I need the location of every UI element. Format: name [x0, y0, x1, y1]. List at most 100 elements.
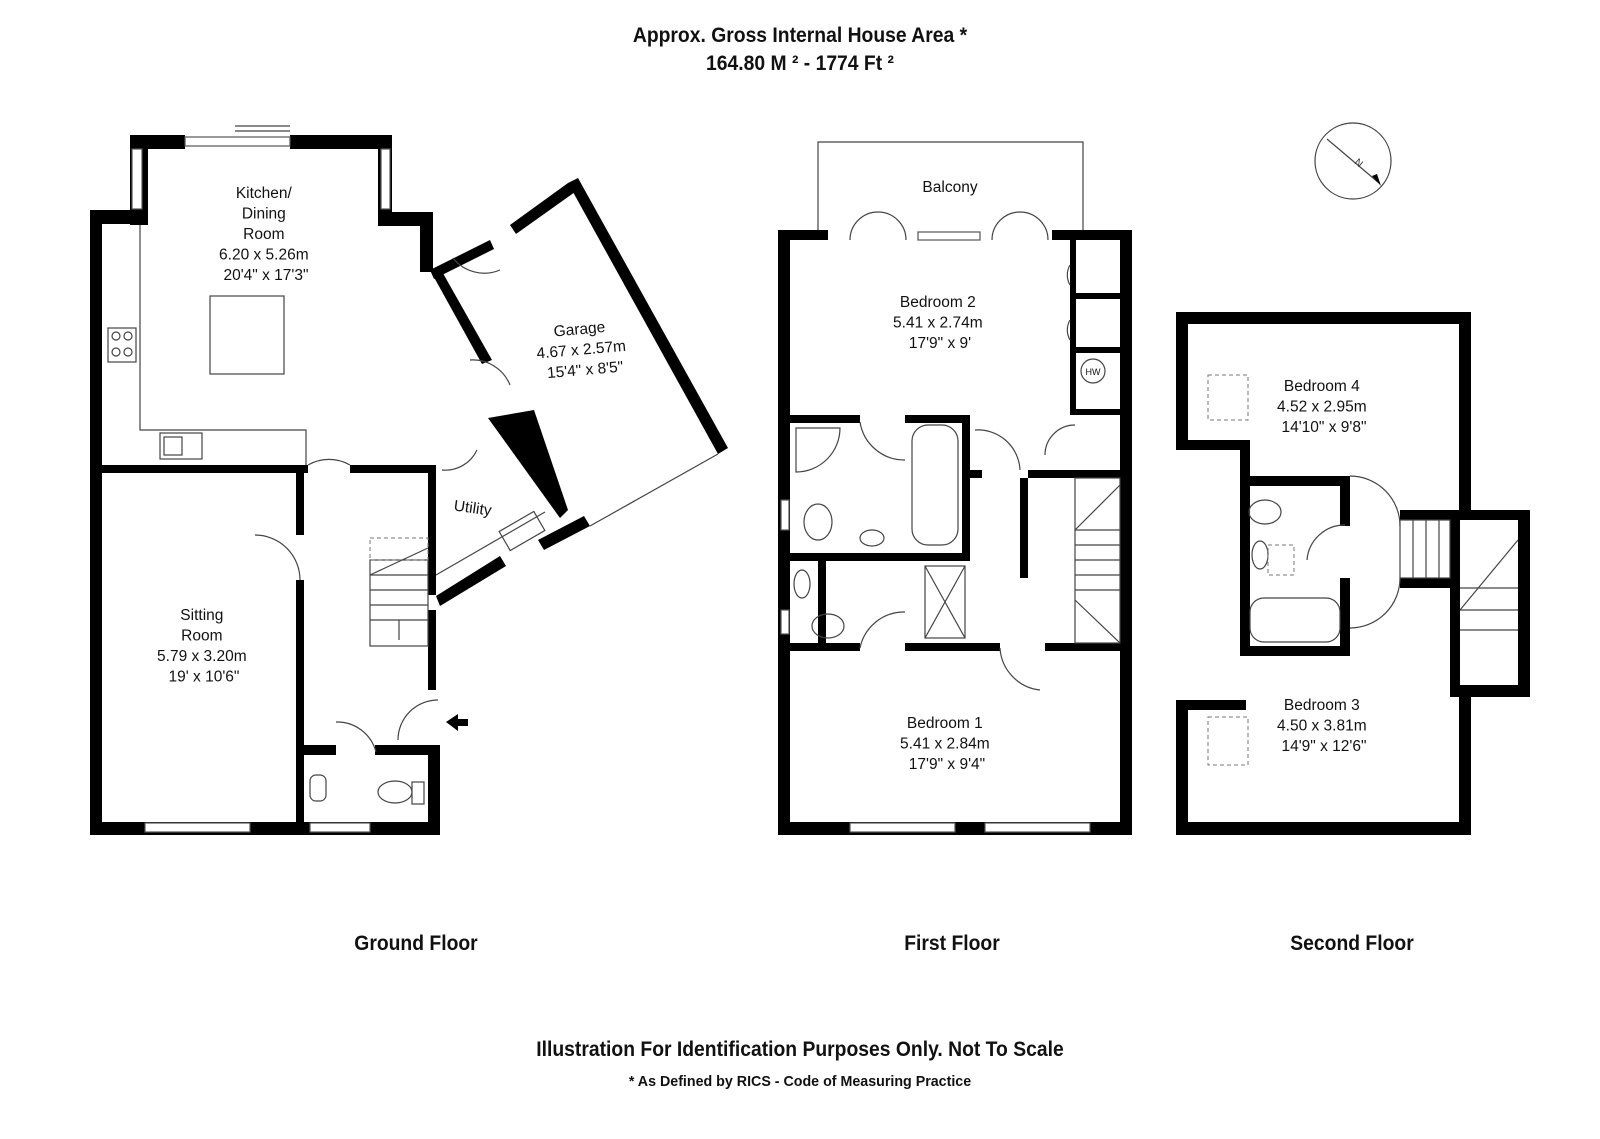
- window: [131, 148, 143, 210]
- door-swing: [307, 458, 351, 466]
- shower: [924, 565, 966, 639]
- wall: [1176, 822, 1471, 835]
- wall: [375, 745, 440, 755]
- kitchen-counter: [139, 225, 307, 465]
- wall: [778, 230, 790, 835]
- door-swing: [397, 699, 439, 741]
- wc-basin: [309, 774, 327, 802]
- balcony-rail: [817, 141, 1084, 232]
- skylight: [1207, 374, 1249, 421]
- wall: [1176, 312, 1188, 450]
- hot-water-cylinder: [1080, 358, 1106, 384]
- sitting-room-label: Sitting Room 5.79 x 3.20m 19' x 10'6": [157, 607, 251, 686]
- shower-tray-line: [924, 565, 966, 639]
- stair-winder: [1459, 539, 1519, 611]
- rics-note: * As Defined by RICS - Code of Measuring…: [628, 1073, 972, 1090]
- wall: [428, 745, 440, 835]
- window: [380, 148, 391, 210]
- utility-label: Utility: [453, 497, 493, 519]
- wall: [1176, 440, 1246, 450]
- wall: [378, 212, 433, 226]
- wall: [790, 553, 970, 561]
- wall: [778, 230, 828, 240]
- wall: [1176, 312, 1471, 324]
- window: [144, 822, 251, 833]
- wall: [1459, 312, 1471, 510]
- wall: [488, 410, 568, 518]
- north-compass-icon: N: [1314, 122, 1392, 200]
- door-swing: [859, 421, 906, 461]
- door-swing: [1306, 524, 1346, 561]
- ground-floor-label: Ground Floor: [354, 932, 478, 955]
- svg-text:N: N: [1352, 157, 1365, 170]
- wall: [568, 178, 728, 454]
- bathtub: [911, 424, 959, 546]
- bathtub: [1249, 597, 1341, 643]
- hob-ring: [123, 331, 133, 341]
- wall: [1120, 230, 1132, 835]
- door-swing: [254, 534, 301, 581]
- balcony-door-swing: [877, 211, 907, 241]
- stair-winder: [369, 547, 429, 576]
- kitchen-sink: [159, 432, 203, 460]
- door-swing: [859, 611, 906, 649]
- basin: [1251, 540, 1269, 570]
- basin: [859, 529, 885, 547]
- hw-label: HW: [1086, 367, 1101, 377]
- balcony-label: Balcony: [922, 179, 977, 196]
- door-swing: [452, 257, 501, 274]
- wall: [818, 561, 826, 643]
- utility-counter: [435, 511, 546, 576]
- wall: [290, 135, 390, 149]
- window: [780, 609, 790, 635]
- wall: [510, 183, 575, 234]
- garage-label: Garage 4.67 x 2.57m 15'4" x 8'5": [534, 317, 633, 383]
- wall: [1028, 470, 1128, 478]
- second-floor-plan: [1176, 312, 1530, 835]
- wall: [1459, 690, 1471, 835]
- door-swing: [1349, 577, 1401, 629]
- entrance-arrow-icon: [446, 714, 468, 731]
- wall: [962, 415, 970, 553]
- second-floor-label: Second Floor: [1290, 932, 1414, 955]
- area-title: Approx. Gross Internal House Area *: [632, 24, 968, 47]
- balcony-door-swing: [1019, 211, 1049, 241]
- wall: [1400, 578, 1450, 588]
- stair-landing: [369, 537, 429, 561]
- hob: [107, 327, 137, 363]
- window: [309, 822, 371, 833]
- wall: [1020, 478, 1028, 578]
- ground-floor-plan: [90, 125, 728, 835]
- bedroom4-label: Bedroom 4 4.52 x 2.95m 14'10" x 9'8": [1277, 378, 1371, 436]
- wall: [436, 556, 506, 606]
- door-swing: [974, 429, 1021, 471]
- toilet: [803, 503, 833, 541]
- stair-winder: [1074, 484, 1121, 531]
- balcony-door-swing: [991, 211, 1021, 241]
- wall: [790, 643, 860, 651]
- first-floor-plan: [778, 141, 1132, 835]
- utility-sink: [498, 510, 546, 552]
- wall: [905, 643, 1000, 651]
- wall: [1176, 700, 1188, 835]
- wall: [905, 415, 970, 423]
- window: [780, 499, 790, 531]
- shower: [795, 427, 841, 473]
- hob-ring: [111, 331, 121, 341]
- wall: [970, 470, 982, 478]
- wall: [430, 240, 494, 279]
- door-swing: [335, 721, 377, 753]
- area-value: 164.80 M ² - 1774 Ft ²: [706, 52, 894, 75]
- wall: [1240, 476, 1350, 486]
- door-swing: [1066, 319, 1071, 341]
- kitchen-sink: [163, 436, 183, 456]
- wall: [790, 415, 860, 423]
- wall: [1045, 643, 1128, 651]
- door-swing: [1066, 264, 1071, 286]
- window: [984, 822, 1091, 833]
- window: [849, 822, 956, 833]
- door-swing: [999, 647, 1041, 691]
- wall: [1240, 440, 1250, 480]
- wall: [90, 465, 308, 473]
- wall: [1176, 700, 1246, 710]
